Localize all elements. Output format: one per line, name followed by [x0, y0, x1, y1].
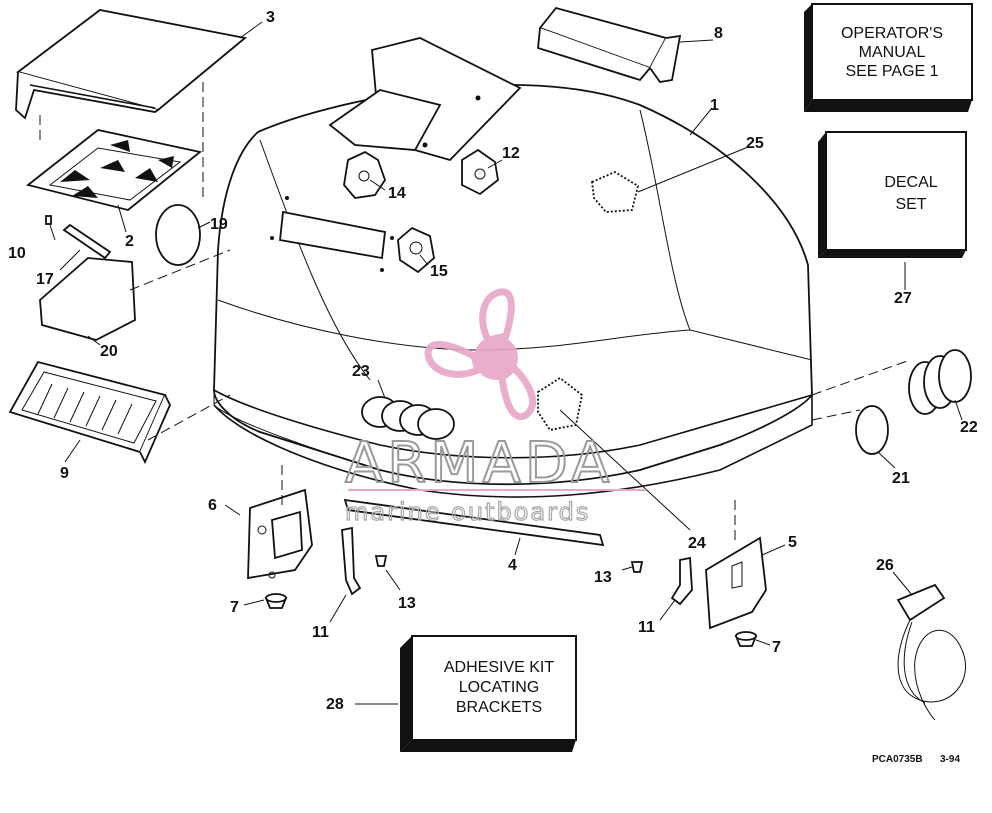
- label-15: 15: [430, 263, 448, 280]
- label-9: 9: [60, 465, 69, 482]
- label-10: 10: [8, 245, 26, 262]
- label-3: 3: [266, 9, 275, 26]
- screw-10: [45, 215, 52, 225]
- label-22: 22: [960, 419, 978, 436]
- box-operators-manual: [804, 3, 973, 112]
- label-14: 14: [388, 185, 406, 202]
- plug-7-left: [264, 593, 288, 609]
- label-8: 8: [714, 25, 723, 42]
- label-5: 5: [788, 534, 797, 551]
- label-27: 27: [894, 290, 912, 307]
- handle-box: [537, 6, 682, 83]
- reference-date: 3-94: [940, 754, 960, 765]
- rail: [343, 498, 605, 547]
- box-adhesive-kit: [400, 635, 577, 752]
- fastener-14: [343, 150, 386, 199]
- lens-21: [855, 405, 889, 455]
- manual-box-line-1: OPERATOR'S: [841, 25, 943, 42]
- label-11-left: 11: [312, 624, 329, 641]
- label-17: 17: [36, 271, 54, 288]
- label-23: 23: [352, 363, 370, 380]
- pad-25: [591, 170, 640, 213]
- label-7-left: 7: [230, 599, 239, 616]
- label-13-left: 13: [398, 595, 416, 612]
- manual-box-line-2: MANUAL: [859, 44, 926, 61]
- screw-13-left: [374, 555, 388, 567]
- adhesive-box-line-2: LOCATING: [459, 679, 540, 696]
- adhesive-box-line-1: ADHESIVE KIT: [444, 659, 554, 676]
- label-1: 1: [710, 97, 719, 114]
- gasket-grid: [25, 129, 203, 211]
- cover-slot: [270, 196, 394, 272]
- decal-box-line-2: SET: [895, 196, 926, 213]
- label-20: 20: [100, 343, 118, 360]
- round-cover: [155, 204, 201, 266]
- decal-box-line-1: DECAL: [884, 174, 937, 191]
- label-2: 2: [125, 233, 134, 250]
- label-4: 4: [508, 557, 517, 574]
- top-panel: [15, 9, 248, 120]
- manual-box-line-3: SEE PAGE 1: [845, 63, 938, 80]
- label-6: 6: [208, 497, 217, 514]
- screw-13-right: [630, 561, 644, 573]
- box-decal-set: [818, 131, 967, 258]
- grille: [8, 360, 171, 465]
- label-11-right: 11: [638, 619, 655, 636]
- gasket-ring-set: [361, 396, 455, 440]
- label-19: 19: [210, 216, 228, 233]
- fastener-12: [461, 148, 499, 196]
- plug-7-right: [734, 631, 758, 647]
- watermark-tagline: marine outboards: [345, 498, 590, 526]
- lens-22: [908, 349, 972, 415]
- label-28: 28: [326, 696, 344, 713]
- reference-code: PCA0735B: [872, 754, 923, 765]
- label-24: 24: [688, 535, 706, 552]
- sensor-cable: [896, 583, 967, 721]
- strip-17: [62, 223, 112, 260]
- bracket-6: [247, 488, 313, 580]
- label-13-right: 13: [594, 569, 612, 586]
- decal-sheet: [39, 257, 136, 341]
- label-25: 25: [746, 135, 764, 152]
- plate-5: [705, 536, 767, 630]
- bracket-11-left: [341, 526, 362, 596]
- label-26: 26: [876, 557, 894, 574]
- armada-logo: [424, 288, 537, 421]
- label-21: 21: [892, 470, 910, 487]
- bracket-11-right: [670, 556, 693, 606]
- label-12: 12: [502, 145, 520, 162]
- leader-lines: [49, 21, 963, 705]
- rear-hood-plate: [328, 37, 522, 162]
- adhesive-box-line-3: BRACKETS: [456, 699, 542, 716]
- label-7-right: 7: [772, 639, 781, 656]
- watermark-brand: ARMADA: [345, 431, 613, 496]
